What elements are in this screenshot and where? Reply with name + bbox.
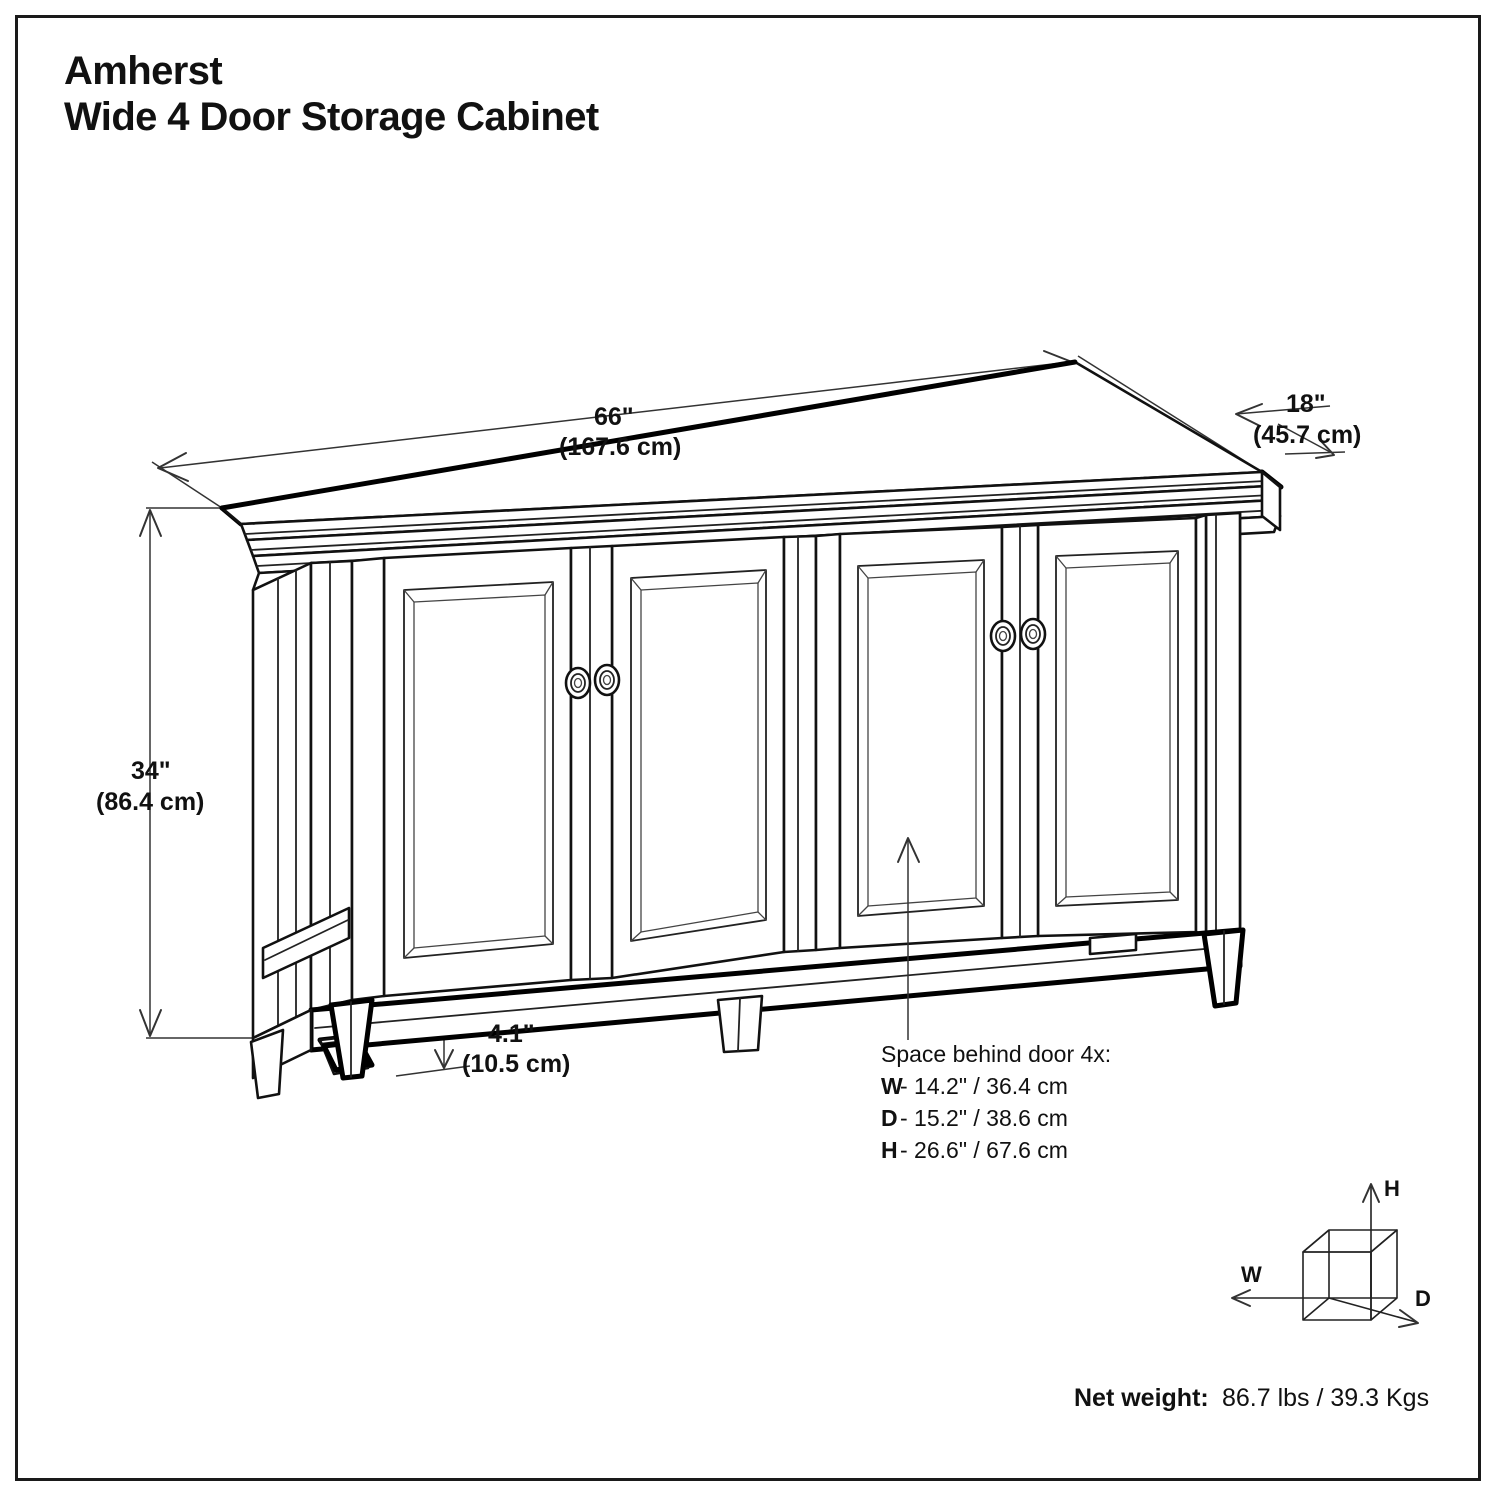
height-imperial: 34" (131, 757, 171, 785)
legclear-metric: (10.5 cm) (462, 1050, 570, 1078)
rear-foot-block (1088, 932, 1138, 956)
space-behind-door-callout: Space behind door 4x: W - 14.2" / 36.4 c… (881, 1041, 1111, 1163)
product-subtitle: Wide 4 Door Storage Cabinet (64, 95, 599, 140)
callout-leader (897, 837, 920, 1040)
leg-front-right-shape (1201, 927, 1246, 1009)
knob-door-4[interactable] (1019, 617, 1047, 651)
depth-imperial: 18" (1286, 390, 1326, 418)
leg-front-left-shape (328, 997, 375, 1081)
knob-door-3[interactable] (989, 619, 1017, 653)
center-divider-stile (782, 532, 842, 954)
center-foot-front (716, 994, 764, 1054)
net-weight-block: Net weight: 86.7 lbs / 39.3 Kgs (1074, 1384, 1429, 1412)
door-1[interactable] (382, 546, 573, 998)
width-imperial: 66" (594, 403, 634, 431)
legs-group (249, 927, 1246, 1100)
callout-row-1-key: D (881, 1105, 898, 1131)
height-metric: (86.4 cm) (96, 788, 204, 816)
legend-w-label: W (1241, 1262, 1262, 1287)
callout-heading: Space behind door 4x: (881, 1041, 1111, 1067)
callout-row-0-value: - 14.2" / 36.4 cm (900, 1073, 1068, 1099)
right-corner-post (1204, 511, 1242, 938)
legend-d-label: D (1415, 1286, 1431, 1311)
callout-row-1-value: - 15.2" / 38.6 cm (900, 1105, 1068, 1131)
net-weight-value: 86.7 lbs / 39.3 Kgs (1222, 1384, 1429, 1412)
callout-row-0-key: W (881, 1073, 903, 1099)
stile-left-door1 (350, 556, 386, 1002)
door-3[interactable] (838, 525, 1004, 950)
stile-3-4 (1000, 523, 1040, 940)
depth-dimension (1235, 403, 1346, 459)
stile-1-2 (569, 544, 614, 982)
height-dimension-label: 34" (86.4 cm) (96, 757, 204, 816)
callout-row-2-key: H (881, 1137, 898, 1163)
product-name: Amherst (64, 49, 223, 93)
legclear-imperial: 4.1" (488, 1020, 535, 1048)
leg-clearance-label: 4.1" (10.5 cm) (462, 1020, 570, 1078)
side-stretcher-rail (261, 906, 351, 980)
stile-door4-right (1194, 513, 1208, 938)
knob-door-1[interactable] (564, 666, 592, 700)
door-4[interactable] (1036, 516, 1198, 938)
axis-legend-cube: H W D (1231, 1176, 1431, 1328)
knob-door-2[interactable] (593, 663, 621, 697)
net-weight-label: Net weight: (1074, 1384, 1209, 1412)
leg-back-left-shape (249, 1028, 285, 1100)
title-block: Amherst Wide 4 Door Storage Cabinet (64, 48, 599, 141)
width-metric: (167.6 cm) (559, 433, 681, 461)
legend-h-label: H (1384, 1176, 1400, 1201)
door-2[interactable] (610, 535, 786, 980)
depth-metric: (45.7 cm) (1253, 421, 1361, 449)
width-dimension-label: 66" (167.6 cm) (559, 403, 681, 461)
depth-dimension-label: 18" (45.7 cm) (1253, 390, 1361, 449)
callout-row-2-value: - 26.6" / 67.6 cm (900, 1137, 1068, 1163)
